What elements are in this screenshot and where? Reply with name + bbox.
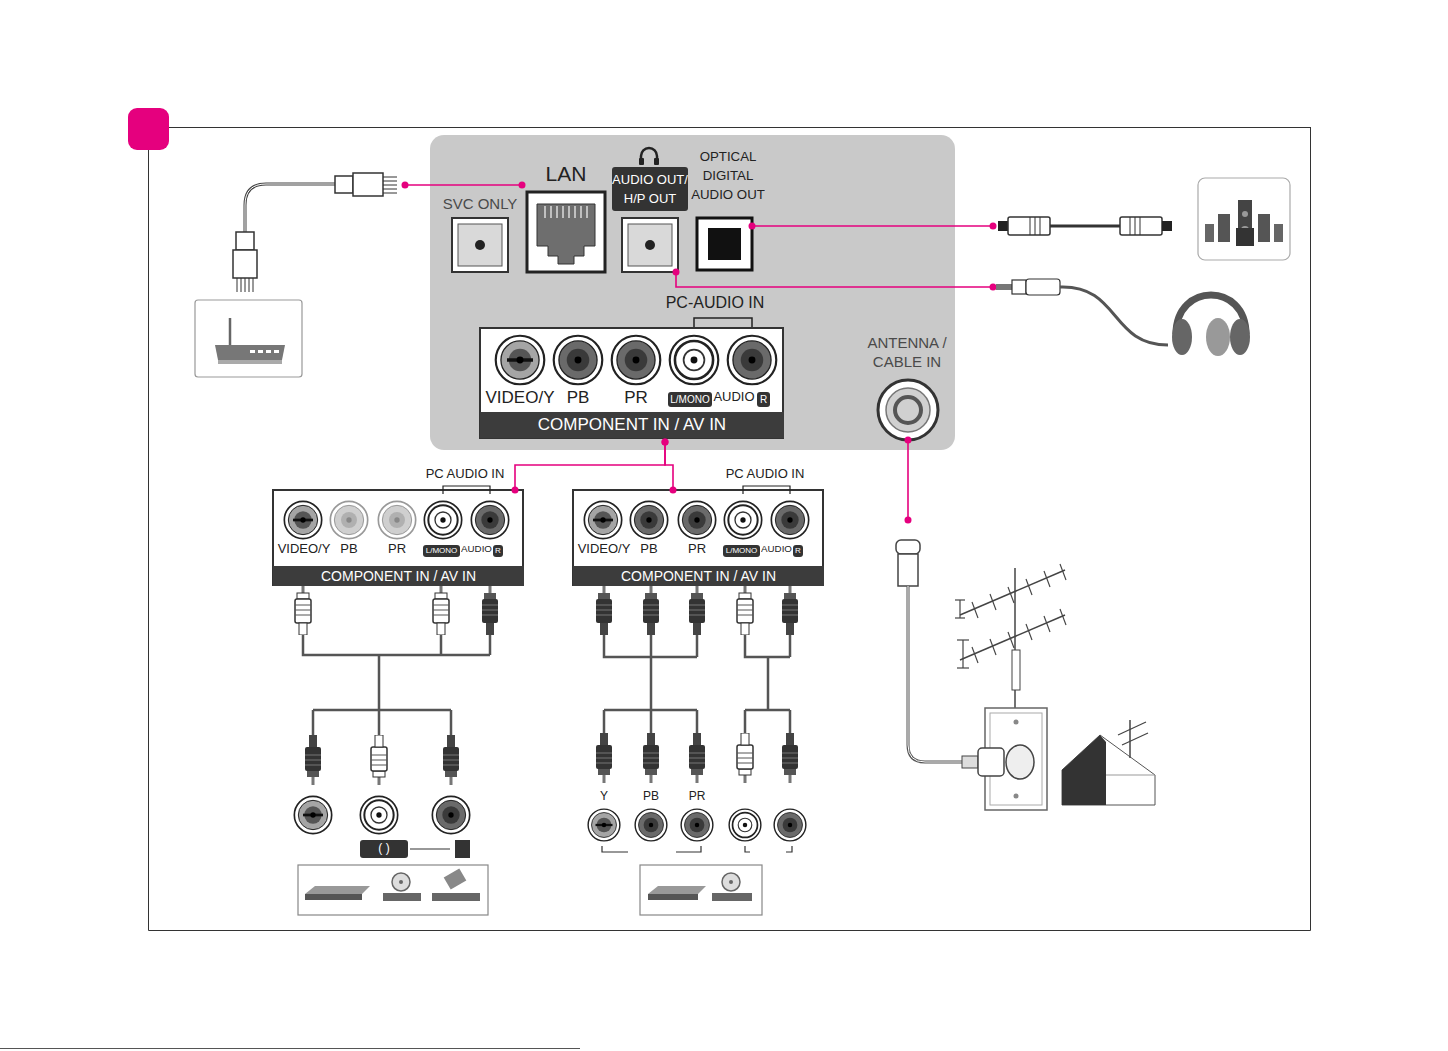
jack-label-text: VIDEO/Y xyxy=(573,542,635,559)
jack-label-text: PR xyxy=(679,542,715,559)
jack-label-text: R xyxy=(793,545,803,557)
port-label-text: AUDIO OUT/ H/P OUT xyxy=(612,167,688,211)
jack-label-text: AUDIO xyxy=(713,390,755,408)
jack-label-text: PB xyxy=(558,388,598,410)
jack-label-text: COMPONENT IN / AV IN xyxy=(573,566,824,586)
port-label: AUDIO OUT/ H/P OUT xyxy=(611,145,689,273)
pink-wires xyxy=(405,185,993,520)
av-input-panel: PC AUDIO IN VIDEO/YPB PR L/MONOAUDIOR COMPON… xyxy=(573,465,824,586)
page-frame xyxy=(0,108,1311,1049)
jack-label: PR xyxy=(683,790,711,805)
jack-label-text: L/MONO xyxy=(723,545,760,557)
port-label-text: LAN xyxy=(527,162,605,190)
lan-cable xyxy=(233,173,397,292)
antenna-setup xyxy=(896,540,1155,810)
jack-label-text: L/MONO xyxy=(423,545,460,557)
port-label-text: PC AUDIO IN xyxy=(419,467,511,483)
signal-connector xyxy=(665,439,673,490)
headphones xyxy=(996,279,1250,356)
component-cable xyxy=(588,585,806,915)
av-cable xyxy=(294,585,498,915)
connector-dot xyxy=(662,439,669,446)
jack-label-text: AUDIO xyxy=(761,543,792,558)
sub-panels xyxy=(273,486,823,585)
speaker-system xyxy=(1198,178,1290,260)
jack-label-text: VIDEO/Y xyxy=(480,388,560,410)
jack-label-text: VIDEO/Y xyxy=(273,542,335,559)
jack-label-text: PR xyxy=(616,388,656,410)
jack-label: Y xyxy=(594,790,614,805)
port-label: ANTENNA / CABLE IN xyxy=(857,333,957,443)
jack-label-text: PB xyxy=(331,542,367,559)
connector-dot xyxy=(662,439,669,446)
jack-label-text: COMPONENT IN / AV IN xyxy=(480,412,784,438)
jack-label: PB xyxy=(637,790,665,805)
jack-label-text: R xyxy=(757,392,770,407)
router xyxy=(195,300,302,377)
section-marker xyxy=(128,108,169,150)
port-label: LAN xyxy=(527,160,605,273)
port-label-text: PC AUDIO IN xyxy=(719,467,811,483)
connector-dot xyxy=(512,487,519,494)
wire-dots xyxy=(402,182,997,524)
port-label-text: OPTICAL DIGITAL AUDIO OUT xyxy=(691,148,765,210)
jack-label-text: AUDIO xyxy=(461,543,492,558)
jack-label-text: R xyxy=(493,545,503,557)
tv-rear-panel xyxy=(430,135,955,450)
port-label-text: SVC ONLY xyxy=(440,195,520,215)
optical-cable xyxy=(998,217,1172,235)
signal-connector xyxy=(515,439,665,490)
connector-dot xyxy=(670,487,677,494)
jack-label-text: PB xyxy=(631,542,667,559)
av-input-panel: PC AUDIO IN VIDEO/YPB PR L/MONOAUDIOR COMPON… xyxy=(273,465,524,586)
port-label: OPTICAL DIGITAL AUDIO OUT xyxy=(691,148,765,273)
av-input-panel: PC-AUDIO IN VIDEO/YPB PR L/MONOAUDIOR COMPON… xyxy=(480,288,784,439)
jack-label-text: PR xyxy=(379,542,415,559)
port-label-text: ANTENNA / CABLE IN xyxy=(857,333,957,373)
port-label: SVC ONLY xyxy=(440,195,520,273)
placeholder-label: ( ) xyxy=(360,840,408,858)
jack-label-text: L/MONO xyxy=(668,392,712,407)
port-label-text: PC-AUDIO IN xyxy=(645,294,785,314)
jack-label-text: COMPONENT IN / AV IN xyxy=(273,566,524,586)
